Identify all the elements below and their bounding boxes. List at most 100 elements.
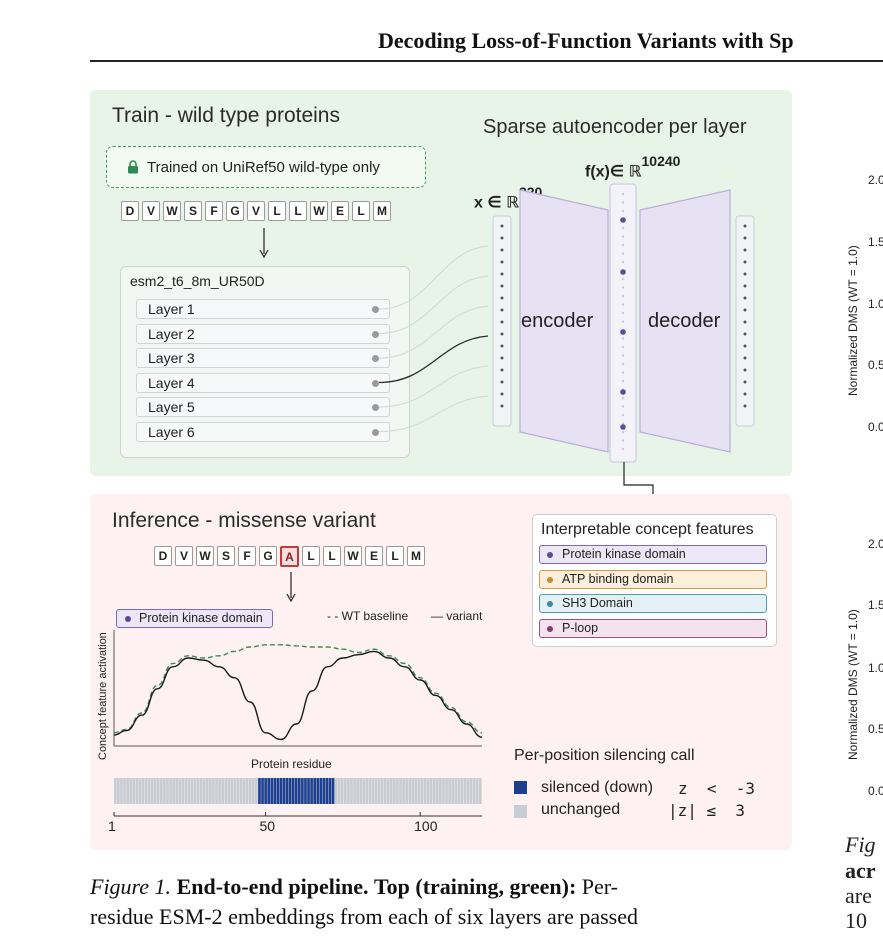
silenced-label: silenced (down)	[541, 779, 654, 796]
layer-label: Layer 5	[148, 399, 195, 415]
unchanged-cell	[245, 778, 249, 804]
right-tick-bottom: 2.0	[868, 537, 883, 551]
vector-dot	[743, 356, 747, 360]
unchanged-cell	[475, 778, 479, 804]
unchanged-cell	[353, 778, 356, 804]
right-tick-top: 1.0	[868, 297, 883, 311]
strip-tick-label: 100	[414, 818, 438, 834]
vector-dot	[621, 371, 625, 374]
concept-label: SH3 Domain	[562, 596, 633, 610]
unchanged-cell	[432, 778, 436, 804]
right-tick-top: 2.0	[868, 173, 883, 187]
decoder-shape	[639, 189, 731, 453]
unchanged-cell	[150, 778, 154, 804]
vector-dot	[743, 260, 747, 264]
layer-dot	[372, 404, 379, 411]
vector-dot	[621, 396, 625, 400]
vector-dot	[500, 320, 504, 324]
unchanged-cell	[386, 778, 390, 804]
concept-label: P-loop	[562, 620, 599, 635]
unchanged-cell	[215, 778, 218, 804]
unchanged-cell	[371, 778, 375, 804]
unchanged-cell	[383, 778, 387, 804]
silenced-cell	[301, 778, 304, 804]
caption-tail: Per-	[581, 874, 619, 899]
silenced-cell	[270, 778, 274, 804]
vector-dot	[621, 209, 625, 213]
unchanged-cell	[380, 778, 384, 804]
concept-item: ATP binding domain	[539, 569, 767, 589]
concept-item: P-loop	[539, 618, 767, 638]
vector-dot	[500, 236, 504, 240]
vector-dot	[621, 226, 625, 230]
output-dots	[743, 224, 747, 408]
unchanged-cell	[402, 778, 405, 804]
vector-dot	[621, 243, 625, 247]
unchanged-cell	[221, 778, 224, 804]
variant-to-plot-arrow	[286, 572, 296, 603]
unchanged-cell	[368, 778, 372, 804]
caption-subtitle: Top (training, green):	[374, 874, 577, 899]
strip-tick-label: 50	[259, 818, 276, 834]
unchanged-cell	[166, 778, 169, 804]
vector-dot	[621, 303, 625, 306]
unchanged-cell	[396, 778, 399, 804]
unchanged-cell	[160, 778, 163, 804]
vector-dot	[621, 354, 625, 357]
unchanged-cell	[454, 778, 458, 804]
vector-dot	[500, 332, 504, 336]
unchanged-cell	[411, 778, 415, 804]
vector-dot	[500, 404, 504, 408]
train-residue: L	[289, 201, 307, 221]
unchanged-cell	[117, 778, 120, 804]
unchanged-label: unchanged	[541, 801, 621, 818]
right-tick-top: 0.0	[868, 420, 883, 434]
train-residue: S	[184, 201, 202, 221]
unchanged-cell	[236, 778, 240, 804]
layer-row: Layer 6	[136, 421, 390, 442]
silenced-cell	[319, 778, 323, 804]
model-name: esm2_t6_8m_UR50D	[130, 273, 265, 289]
vector-dot	[621, 413, 625, 417]
vector-dot	[621, 345, 625, 349]
variant-residue: L	[323, 546, 341, 566]
vector-dot	[621, 192, 625, 196]
layer-row: Layer 2	[136, 323, 390, 344]
unchanged-cell	[377, 778, 381, 804]
vector-dot	[620, 389, 626, 395]
layer-label: Layer 4	[148, 374, 195, 391]
right-tick-bottom: 1.0	[868, 661, 883, 675]
unchanged-cell	[212, 778, 215, 804]
vector-dot	[621, 422, 625, 425]
unchanged-cell	[175, 778, 178, 804]
unchanged-cell	[138, 778, 142, 804]
concept-dot-icon	[547, 552, 553, 558]
layer-row: Layer 1	[136, 299, 390, 319]
unchanged-cell	[239, 778, 243, 804]
right-tick-bottom: 1.5	[868, 598, 883, 612]
silenced-cell	[310, 778, 313, 804]
vector-dot	[621, 260, 625, 264]
train-title: Train - wild type proteins	[112, 104, 340, 127]
silenced-cell	[264, 778, 267, 804]
unchanged-cell	[417, 778, 421, 804]
vector-dot	[500, 296, 504, 300]
caption-line-1: Figure 1. End-to-end pipeline. Top (trai…	[90, 872, 798, 902]
vector-dot	[500, 356, 504, 360]
unchanged-cell	[233, 778, 237, 804]
layer-dot	[372, 330, 379, 338]
unchanged-cell	[350, 778, 353, 804]
vector-dot	[743, 320, 747, 324]
right-tick-bottom: 0.0	[868, 784, 883, 798]
feature-dot-icon	[125, 616, 131, 622]
unchanged-cell	[187, 778, 191, 804]
silenced-rule: z < -3	[678, 779, 756, 798]
vector-dot	[500, 368, 504, 372]
variant-residue: M	[407, 546, 425, 566]
unchanged-cell	[153, 778, 157, 804]
layer-row: Layer 5	[136, 397, 390, 417]
train-residue: W	[310, 201, 328, 221]
unchanged-cell	[224, 778, 228, 804]
unchanged-cell	[199, 778, 203, 804]
